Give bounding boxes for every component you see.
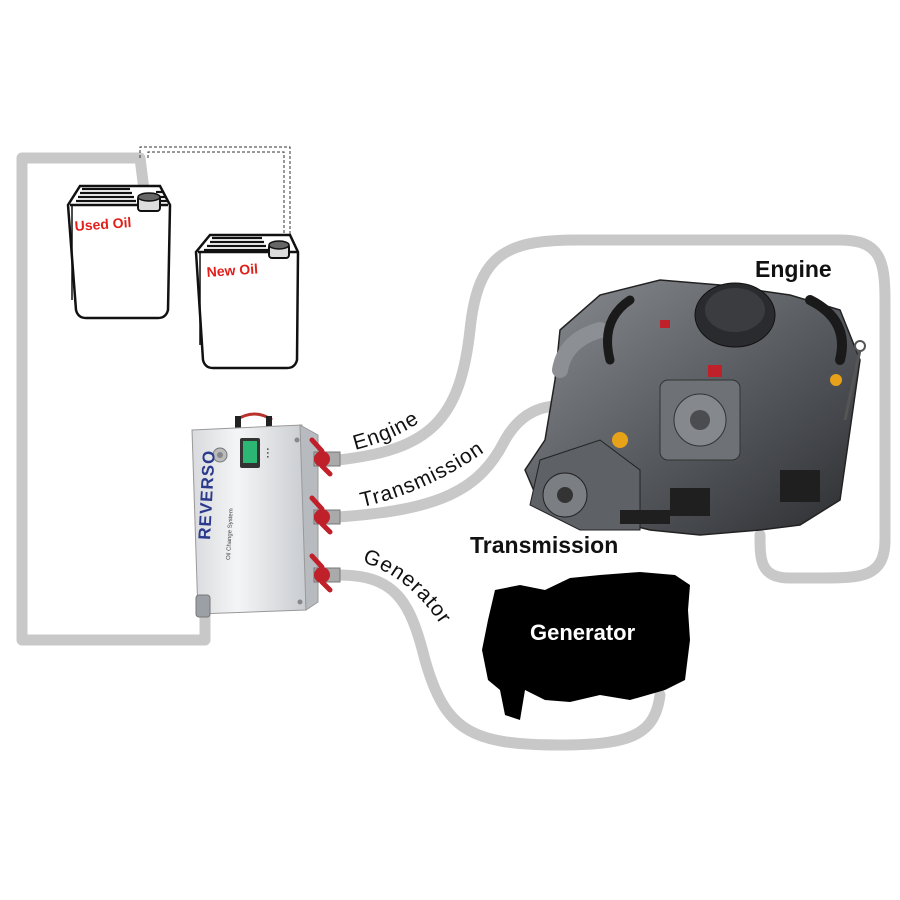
generator-valve[interactable] xyxy=(309,553,341,593)
engine-hose xyxy=(332,234,891,584)
new-oil-label: New Oil xyxy=(206,260,258,280)
reverso-pump-unit: ▪ ▪ ▪ REVERSO Oil Change System xyxy=(191,412,341,618)
used-oil-container: Used Oil xyxy=(66,184,172,320)
transmission-label: Transmission xyxy=(470,532,618,558)
engine-label: Engine xyxy=(755,256,832,282)
dashed-lines xyxy=(139,146,291,248)
engine-valve[interactable] xyxy=(309,437,341,477)
generator-hose xyxy=(332,569,666,751)
generator-label: Generator xyxy=(530,620,636,645)
generator-silhouette: Generator xyxy=(482,572,690,720)
new-oil-container: New Oil xyxy=(194,233,300,370)
hoses xyxy=(16,152,891,751)
svg-text:▪ ▪ ▪: ▪ ▪ ▪ xyxy=(264,448,270,458)
engine-image xyxy=(524,279,866,536)
transmission-valve[interactable] xyxy=(309,495,341,535)
used-oil-hose xyxy=(16,152,211,646)
used-oil-label: Used Oil xyxy=(74,214,132,234)
pump-subtitle: Oil Change System xyxy=(226,508,235,560)
pump-brand: REVERSO xyxy=(195,449,219,540)
